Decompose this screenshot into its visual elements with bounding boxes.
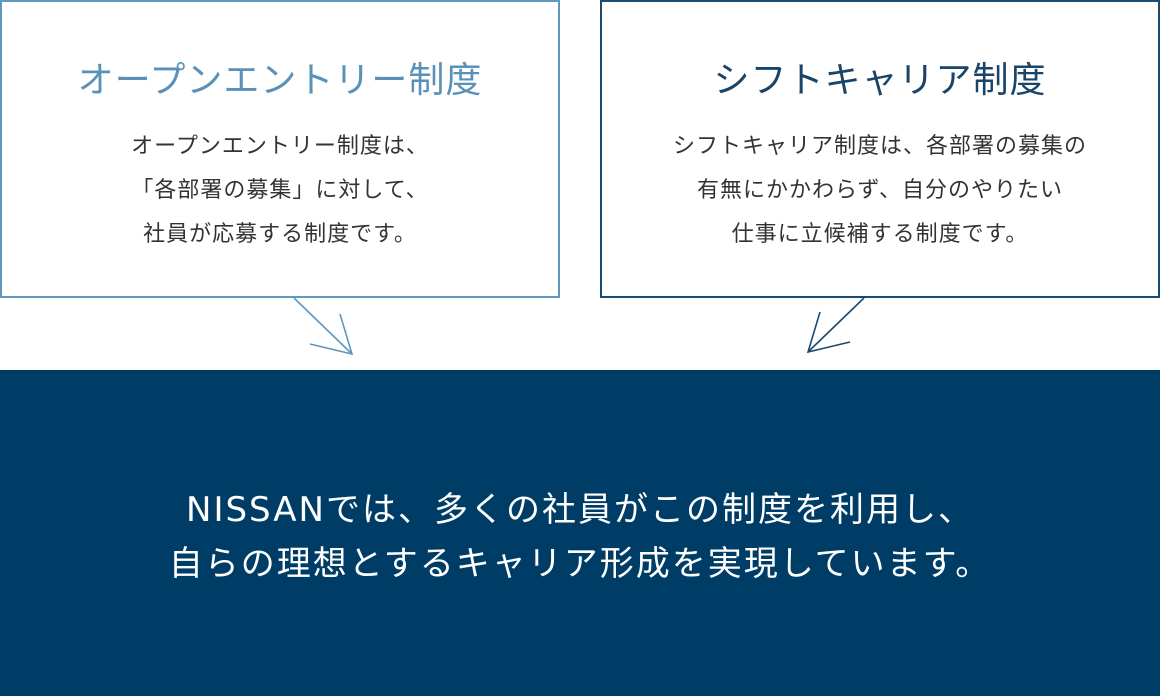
open-entry-box: オープンエントリー制度 オープンエントリー制度は、 「各部署の募集」に対して、 … [0, 0, 560, 298]
open-entry-line-3: 社員が応募する制度です。 [143, 222, 417, 247]
shift-career-line-3: 仕事に立候補する制度です。 [731, 222, 1029, 247]
open-entry-line-1: オープンエントリー制度は、 [131, 134, 429, 159]
open-entry-description: オープンエントリー制度は、 「各部署の募集」に対して、 社員が応募する制度です。 [2, 125, 558, 257]
open-entry-title: オープンエントリー制度 [77, 60, 483, 101]
shift-career-box: シフトキャリア制度 シフトキャリア制度は、各部署の募集の 有無にかかわらず、自分… [600, 0, 1160, 298]
shift-career-description: シフトキャリア制度は、各部署の募集の 有無にかかわらず、自分のやりたい 仕事に立… [602, 125, 1158, 257]
summary-text: NISSANでは、多くの社員がこの制度を利用し、 自らの理想とするキャリア形成を… [0, 483, 1160, 591]
shift-career-line-1: シフトキャリア制度は、各部署の募集の [672, 134, 1087, 159]
open-entry-line-2: 「各部署の募集」に対して、 [131, 178, 429, 203]
right-arrow-icon [806, 297, 865, 354]
shift-career-title: シフトキャリア制度 [713, 60, 1047, 101]
left-arrow-icon [293, 297, 354, 356]
summary-line-1: NISSANでは、多くの社員がこの制度を利用し、 [186, 490, 974, 530]
summary-banner: NISSANでは、多くの社員がこの制度を利用し、 自らの理想とするキャリア形成を… [0, 370, 1160, 696]
summary-line-2: 自らの理想とするキャリア形成を実現しています。 [168, 544, 992, 584]
shift-career-line-2: 有無にかかわらず、自分のやりたい [696, 178, 1064, 203]
